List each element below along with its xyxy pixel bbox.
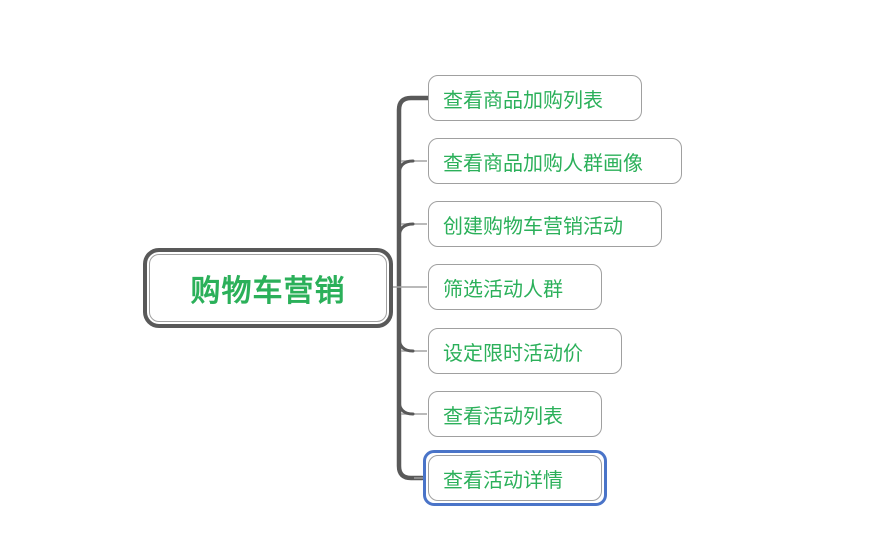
topic-label: 创建购物车营销活动	[443, 215, 623, 238]
topic-node-audience-profile[interactable]: 查看商品加购人群画像	[428, 138, 682, 184]
topic-node-add-to-cart-list[interactable]: 查看商品加购列表	[428, 75, 642, 121]
topic-label: 查看活动列表	[443, 405, 563, 428]
topic-node-create-campaign[interactable]: 创建购物车营销活动	[428, 201, 662, 247]
topic-node-filter-audience[interactable]: 筛选活动人群	[428, 264, 602, 310]
spine-branch	[396, 95, 431, 481]
topic-node-set-price[interactable]: 设定限时活动价	[428, 328, 622, 374]
topic-label: 查看商品加购列表	[443, 89, 603, 112]
topic-label: 设定限时活动价	[443, 342, 583, 365]
root-topic-inner-border: 购物车营销	[149, 254, 387, 322]
topic-label: 查看商品加购人群画像	[443, 152, 643, 175]
branch-flare	[397, 159, 415, 176]
selection-outline: 查看活动详情	[423, 450, 607, 506]
branch-flare	[397, 336, 415, 353]
topic-node-campaign-list[interactable]: 查看活动列表	[428, 391, 602, 437]
branch-flare	[397, 399, 415, 416]
topic-node-campaign-detail-selected[interactable]: 查看活动详情	[428, 455, 602, 501]
topic-label: 筛选活动人群	[443, 278, 563, 301]
branch-flare	[397, 222, 415, 239]
root-topic-node[interactable]: 购物车营销	[143, 248, 393, 328]
root-topic-label: 购物车营销	[190, 275, 346, 308]
topic-label: 查看活动详情	[443, 469, 563, 492]
